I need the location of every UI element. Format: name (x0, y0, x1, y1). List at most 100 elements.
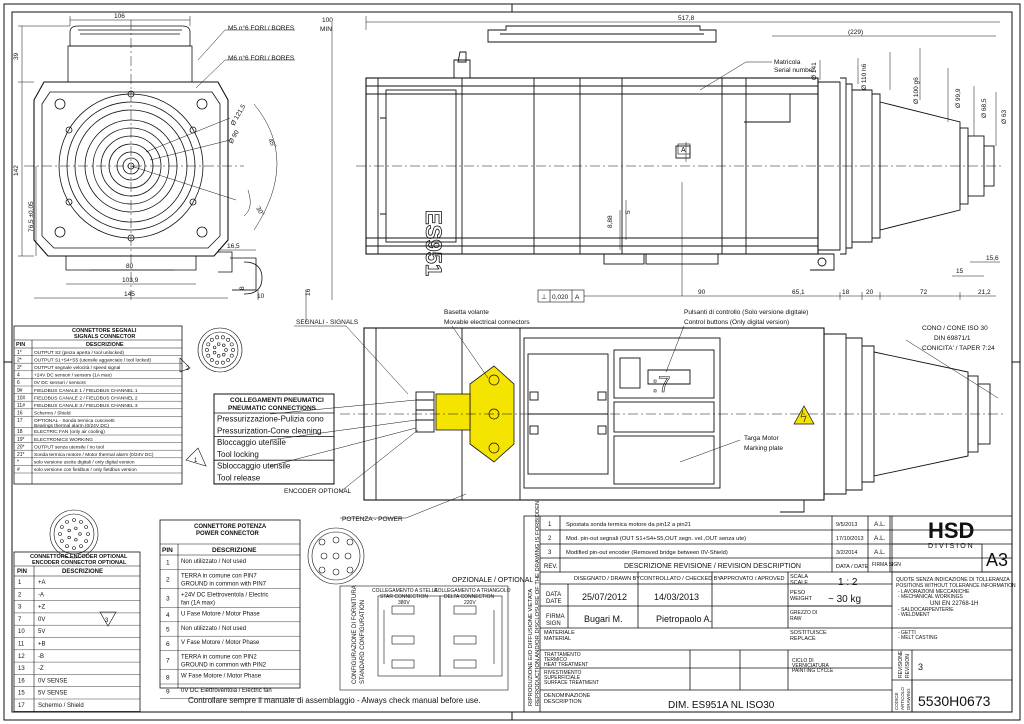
dim-21-2: 21,2 (978, 289, 991, 296)
encoder-row-desc: -Z (38, 666, 44, 672)
signal-pin (220, 335, 225, 340)
signal-pin (229, 342, 234, 347)
encoder-pin (72, 518, 76, 522)
revision-row-date: 3/2/2014 (836, 550, 857, 556)
signals-row-desc: OUTPUT S1+S4+S5 (utensile agganciato / t… (34, 357, 151, 363)
svg-text:REVISIONE: REVISIONE (898, 650, 904, 678)
power-pin (320, 552, 328, 560)
label-cone: CONO / CONE ISO 30 (922, 325, 988, 332)
signals-table-subtitle: SIGNALS CONNECTOR (74, 334, 135, 340)
revision-row-sign: A.L. (874, 535, 886, 542)
top-view-labels: SEGNALI - SIGNALS Basetta volante Movabl… (284, 309, 995, 523)
encoder-row-pin: 1 (18, 580, 22, 586)
svg-text:CONTROLLATO / CHECKED BY: CONTROLLATO / CHECKED BY (640, 576, 721, 582)
signals-row-pin: 10# (17, 395, 26, 401)
hsd-logo: HSD (928, 518, 974, 543)
encoder-row-desc: +A (38, 580, 46, 586)
signals-row-pin: 11# (17, 403, 25, 409)
power-row-desc: fan (1A max) (181, 600, 215, 606)
dim-76-5: 76,5 ±0,05 (28, 201, 35, 232)
dim-5: 5 (625, 210, 632, 214)
sheet-format: A3 (986, 550, 1008, 570)
dim-30-deg: 30° (254, 205, 266, 218)
dim-20: 20 (866, 289, 874, 296)
checked-by: Pietropaolo A. (656, 614, 712, 624)
encoder-connector-drawing (49, 509, 117, 627)
signals-row-pin: 1* (17, 350, 22, 356)
svg-text:REVISION: REVISION (905, 654, 911, 678)
signals-row-pin: 20* (17, 444, 25, 450)
signals-row-desc: OUTPUT segnale velocità / speed signal (34, 365, 120, 371)
label-pulsanti-en: Control buttons (Only digital version) (684, 319, 789, 326)
svg-text:DISEGNATO / DRAWN BY: DISEGNATO / DRAWN BY (574, 576, 640, 582)
power-row-desc: Non utilizzato / Not used (181, 626, 246, 632)
label-optional: OPZIONALE / OPTIONAL (452, 577, 533, 584)
svg-text::7: :7 (652, 372, 670, 397)
svg-text:UNI EN 22768-1H: UNI EN 22768-1H (930, 601, 978, 607)
svg-text:FIRMA: FIRMA (546, 614, 565, 620)
label-pulsanti-it: Pulsanti di controllo (Solo versione dig… (684, 309, 808, 316)
side-view-dim-text: 100 MIN 517,8 (229) Matricola Serial num… (320, 15, 1008, 296)
signal-pin (209, 358, 214, 363)
signals-row-desc: Schermo / Shield (34, 411, 71, 417)
signal-pin (222, 343, 226, 348)
dim-8-88: 8,88 (607, 215, 614, 228)
encoder-row-pin: 15 (18, 691, 25, 697)
svg-text:COLLEGAMENTO A STELLA: COLLEGAMENTO A STELLA (372, 588, 438, 594)
power-row-desc: W Fase Motore / Motor Phase (181, 674, 262, 680)
signal-pin (226, 337, 231, 342)
svg-text:SCALA: SCALA (790, 574, 808, 580)
winding-labels: COLLEGAMENTO A STELLA STAR CONNECTION 38… (352, 577, 533, 684)
svg-text:- WELDMENT: - WELDMENT (898, 612, 930, 618)
svg-text:- MELT CASTING: - MELT CASTING (898, 635, 938, 641)
encoder-pin (79, 544, 83, 548)
dim-517-8: 517,8 (678, 15, 695, 22)
power-header-desc: DESCRIZIONE (212, 547, 257, 554)
signal-pin (206, 342, 211, 347)
power-row-desc: TERRA in comune con PIN7 (181, 573, 257, 579)
signals-row-pin: 17 (17, 418, 23, 424)
dim-18: 18 (842, 289, 850, 296)
signals-row-desc: +24V DC sensori / sensors (1A max) (34, 373, 112, 379)
signals-row-desc: OPTIONAL - Sonda termica cuscinetti (34, 418, 115, 424)
label-m6-bores: M6 n°6 FORI / BORES (228, 54, 295, 62)
drawn-by: Bugari M. (584, 614, 623, 624)
pneumatic-row: Tool release (217, 474, 261, 483)
power-row-desc: U Fase Motore / Motor Phase (181, 611, 260, 617)
dim-72: 72 (920, 289, 928, 296)
svg-text:0,020: 0,020 (552, 294, 569, 301)
dim-dia-100: Ø 100 g6 (913, 77, 920, 104)
repro-strip: RIPRODUZIONE E/O DIFFUSIONE VIETATA REPR… (528, 501, 541, 706)
svg-text:- SALDOCARPENTERIE: - SALDOCARPENTERIE (898, 607, 954, 613)
dim-145: 145 (124, 291, 135, 298)
encoder-row-desc: 0V SENSE (38, 678, 67, 684)
svg-text:DRAWING: DRAWING (906, 688, 911, 710)
drawn-date: 25/07/2012 (582, 592, 627, 602)
revision-row-number: 1 (548, 522, 552, 528)
svg-text:SURFACE TREATMENT: SURFACE TREATMENT (544, 680, 599, 686)
dim-15: 15 (956, 268, 964, 275)
encoder-pin (58, 532, 62, 536)
signals-row-desc: FIELDBUS CANALE 2 / FIELDBUS CHANNEL 2 (34, 395, 138, 401)
signal-pin (216, 354, 221, 358)
power-row-pin: 6 (166, 641, 170, 648)
svg-text:DESCRIZIONE REVISIONE / REVISI: DESCRIZIONE REVISIONE / REVISION DESCRIP… (624, 563, 801, 570)
dim-16-5: 16,5 (227, 243, 240, 250)
encoder-row-desc: 5V (38, 629, 45, 635)
drawing-code: 5530H0673 (918, 693, 991, 709)
dim-45-deg: 45° (266, 137, 278, 150)
pneumatic-row: Bloccaggio utensile (217, 438, 286, 447)
signals-row-desc: solo versione uscite digitali / only dig… (34, 460, 135, 466)
svg-text:HEAT TREATMENT: HEAT TREATMENT (544, 662, 588, 668)
power-row-pin: 3 (166, 595, 170, 602)
svg-text:SUPERFICIALE: SUPERFICIALE (544, 675, 581, 681)
signals-row-pin: # (17, 467, 20, 473)
svg-text:REPRODUCTION AND/OR DISCLOSURE: REPRODUCTION AND/OR DISCLOSURE OF THE DR… (535, 501, 541, 706)
revision-row-description: Spostata sonda termica motore da pin12 a… (566, 522, 691, 528)
label-basetta-en: Movable electrical connectors (444, 319, 530, 326)
svg-text:PAINTING CYCLE: PAINTING CYCLE (792, 668, 834, 674)
encoder-row-desc: +B (38, 642, 46, 648)
encoder-pin (79, 520, 83, 524)
power-row-pin: 2 (166, 576, 170, 583)
svg-text:GREZZO DI: GREZZO DI (790, 610, 817, 616)
